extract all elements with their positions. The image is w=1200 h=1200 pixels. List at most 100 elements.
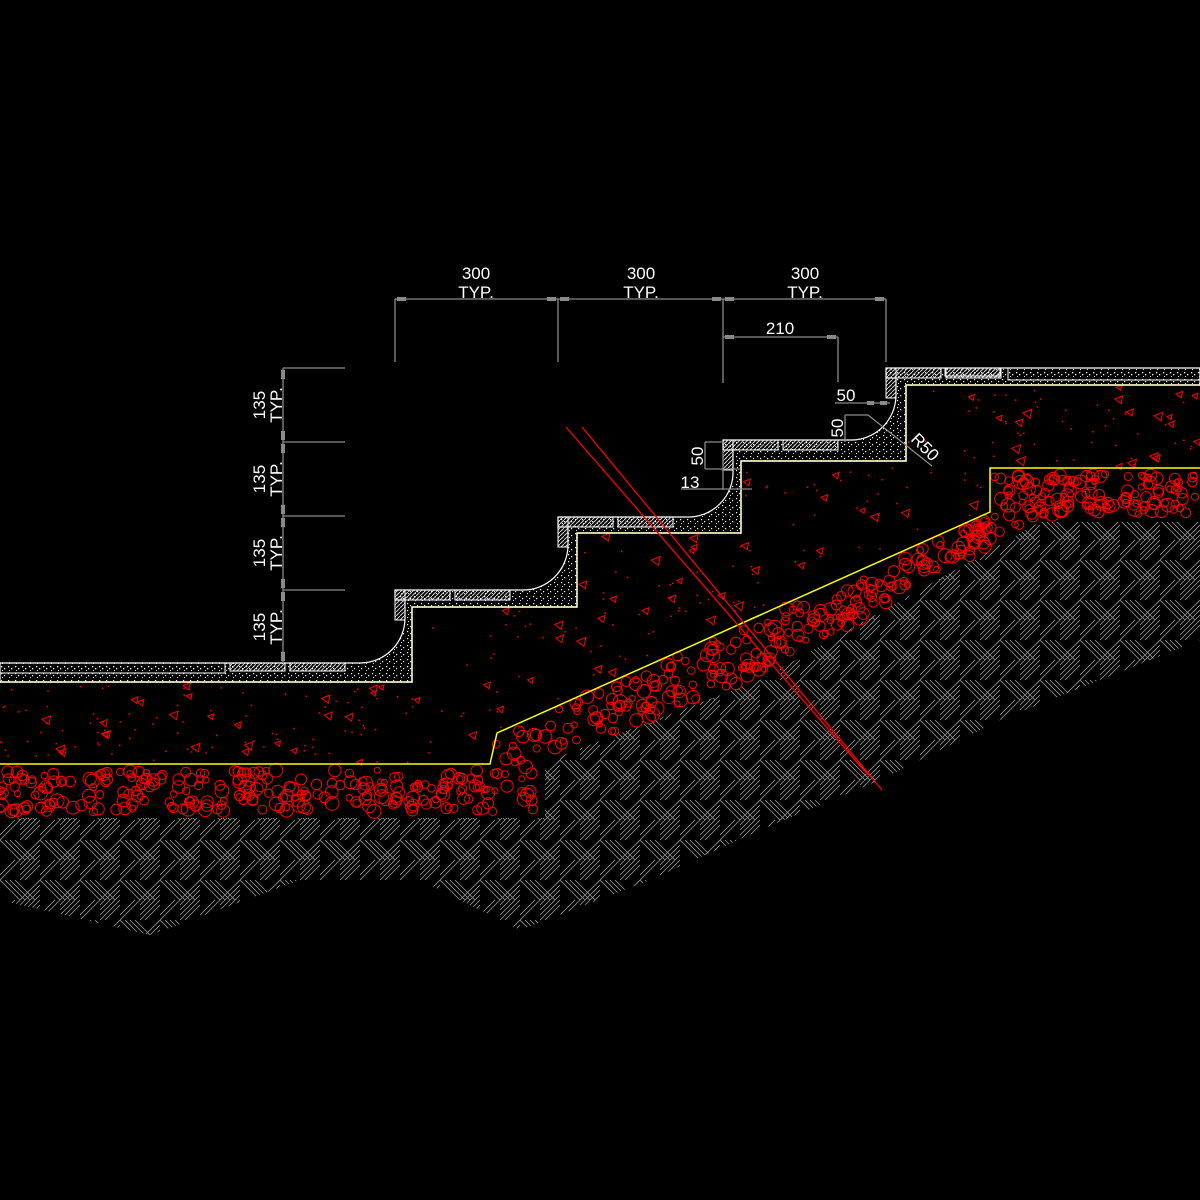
aggregate-triangle <box>796 561 806 570</box>
gravel-circle <box>264 788 274 798</box>
gravel-circle <box>572 735 581 745</box>
dim-value: 135 <box>250 465 269 493</box>
aggregate-dot <box>813 484 816 486</box>
gravel-circle <box>470 764 484 778</box>
gravel-circle <box>472 805 483 816</box>
aggregate-dot <box>80 685 82 688</box>
aggregate-dot <box>45 722 48 724</box>
gravel-circle <box>435 786 451 802</box>
gravel-circle <box>1093 488 1106 501</box>
aggregate-dot <box>711 590 714 593</box>
aggregate-dot <box>593 674 595 676</box>
aggregate-dot <box>699 602 701 604</box>
gravel-circle <box>673 700 681 708</box>
aggregate-dot <box>4 749 7 751</box>
gravel-circle <box>841 584 854 597</box>
gravel-circle <box>767 634 776 642</box>
gravel-circle <box>640 670 653 683</box>
aggregate-dot <box>311 746 314 749</box>
aggregate-dot <box>103 729 106 731</box>
break-line <box>581 426 883 791</box>
aggregate-triangle <box>377 684 385 691</box>
aggregate-dot <box>1092 431 1094 433</box>
aggregate-dot <box>891 467 894 470</box>
gravel-circle <box>611 681 622 693</box>
tread-tile <box>454 589 511 601</box>
aggregate-dot <box>993 455 995 457</box>
gravel-circle <box>696 657 711 672</box>
aggregate-dot <box>1070 428 1072 430</box>
gravel-circle <box>1137 471 1146 480</box>
gravel-circle <box>628 677 643 691</box>
aggregate-dot <box>603 592 605 594</box>
aggregate-dot <box>750 565 752 568</box>
gravel-circle <box>358 775 374 791</box>
aggregate-dot <box>994 394 996 396</box>
aggregate-dot <box>529 623 532 625</box>
gravel-circle <box>672 684 686 699</box>
aggregate-dot <box>1115 444 1117 447</box>
gravel-circle <box>429 796 442 809</box>
aggregate-dot <box>74 746 76 748</box>
aggregate-dot <box>906 486 908 489</box>
gravel-circle <box>641 710 657 725</box>
aggregate-dot <box>441 710 443 712</box>
gravel-circle <box>1003 508 1016 522</box>
aggregate-dot <box>190 751 193 753</box>
dim-note: TYP. <box>267 535 286 571</box>
aggregate-triangle <box>597 614 606 624</box>
aggregate-triangle <box>344 712 354 722</box>
aggregate-dot <box>803 549 805 552</box>
gravel-circle <box>1143 476 1158 490</box>
gravel-circle <box>720 661 735 677</box>
gravel-circle <box>971 529 986 544</box>
aggregate-dot <box>1073 459 1075 461</box>
gravel-circle <box>773 635 788 649</box>
aggregate-dot <box>324 706 327 708</box>
gravel-circle <box>146 773 161 787</box>
gravel-circle <box>650 701 665 716</box>
aggregate-dot <box>1014 399 1017 401</box>
gravel-circle <box>180 766 192 778</box>
gravel-circle <box>716 669 724 677</box>
tread-tile <box>782 439 839 451</box>
aggregate-dot <box>816 489 818 492</box>
gravel-circle <box>312 789 323 800</box>
aggregate-dot <box>1005 420 1007 423</box>
dimension-tick <box>281 579 285 588</box>
dim-value: 300 <box>462 264 490 283</box>
aggregate-dot <box>119 744 121 747</box>
aggregate-triangle <box>593 664 603 674</box>
gravel-circle <box>326 778 338 789</box>
gravel-circle <box>280 788 294 803</box>
aggregate-dot <box>411 705 414 708</box>
gravel-circle <box>417 794 429 806</box>
gravel-circle <box>15 772 28 785</box>
gravel-circle <box>1081 488 1091 498</box>
aggregate-dot <box>1056 459 1058 462</box>
gravel-circle <box>587 713 601 726</box>
aggregate-dot <box>489 635 492 637</box>
gravel-circle <box>1119 492 1132 504</box>
aggregate-dot <box>134 728 136 731</box>
gravel-circle <box>595 723 607 734</box>
gravel-circle <box>681 656 690 666</box>
gravel-circle <box>965 545 975 556</box>
aggregate-triangle <box>130 695 139 705</box>
gravel-circle <box>1044 496 1055 507</box>
gravel-circle <box>856 607 870 620</box>
gravel-circle <box>1022 482 1036 496</box>
aggregate-dot <box>183 694 185 696</box>
aggregate-dot <box>466 664 468 666</box>
vertical-dimension: 135 TYP. 135 TYP. 135 TYP. 135 TYP. <box>250 367 345 663</box>
gravel-circle <box>233 789 246 802</box>
aggregate-dot <box>908 441 910 443</box>
gravel-circle <box>933 565 941 574</box>
gravel-circle <box>570 721 578 729</box>
gravel-circle <box>466 773 477 784</box>
gravel-circle <box>796 635 804 643</box>
gravel-circle <box>517 787 527 797</box>
floor-tile <box>1007 367 1200 381</box>
gravel-circle <box>532 744 541 753</box>
aggregate-triangle <box>1010 444 1022 455</box>
